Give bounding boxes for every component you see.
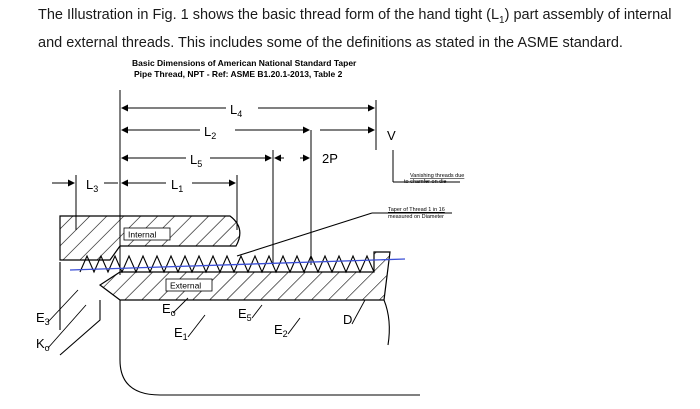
figure-title-line1: Basic Dimensions of American National St… [132, 58, 357, 68]
thread-teeth [79, 245, 375, 274]
label-L1: L1 [171, 177, 183, 194]
intro-part1: The Illustration in Fig. 1 shows the bas… [38, 7, 500, 23]
pitch-line [69, 258, 406, 271]
internal-part: Internal [59, 215, 241, 261]
dimension-labels: L4 L2 L5 L1 L3 2P V E3 Ko Eo E1 E5 E2 D [36, 102, 396, 353]
note-taper-line1: Taper of Thread 1 in 16 [388, 207, 445, 213]
internal-label: Internal [128, 230, 156, 240]
notes: Vanishing threads due to chamfer on die … [388, 173, 464, 220]
figure-title-line2: Pipe Thread, NPT - Ref: ASME B1.20.1-201… [134, 69, 343, 79]
dimension-lines [52, 104, 460, 214]
label-L4: L4 [230, 102, 242, 119]
label-V: V [387, 128, 396, 143]
label-L3: L3 [86, 177, 98, 194]
label-K0: Ko [36, 336, 50, 353]
label-E0: Eo [162, 301, 176, 318]
label-E5: E5 [238, 306, 252, 323]
label-L2: L2 [204, 124, 216, 141]
leader-lines [47, 289, 366, 349]
taper-line [236, 212, 373, 257]
note-vanishing-line2: to chamfer on die [404, 179, 447, 185]
external-label: External [170, 281, 201, 291]
label-E3: E3 [36, 310, 50, 327]
label-E1: E1 [174, 325, 188, 342]
external-part: External [98, 251, 391, 301]
pipe-body-outline [59, 262, 420, 396]
intro-part2: ) part assembly of internal and external… [38, 7, 672, 51]
external-label-box [165, 278, 213, 292]
label-E2: E2 [274, 322, 288, 339]
internal-label-box [123, 227, 171, 241]
label-D: D [343, 312, 352, 327]
note-taper-line2: measured on Diameter [388, 214, 444, 220]
note-vanishing-line1: Vanishing threads due [410, 173, 464, 179]
label-2P: 2P [322, 151, 338, 166]
label-L5: L5 [190, 152, 202, 169]
intro-text: The Illustration in Fig. 1 shows the bas… [38, 4, 688, 54]
intro-subscript: 1 [499, 14, 505, 26]
